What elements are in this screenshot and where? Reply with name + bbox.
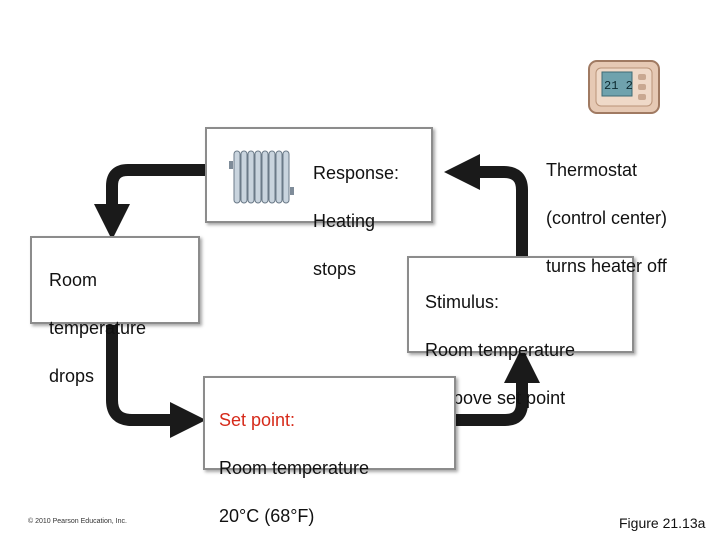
- radiator-icon: [229, 150, 294, 204]
- thermostat-icon: 21 2: [588, 60, 660, 114]
- arrow-set-point-to-stimulus: [455, 347, 540, 426]
- copyright-notice: © 2010 Pearson Education, Inc.: [28, 518, 127, 525]
- thermostat-label: Thermostat (control center) turns heater…: [546, 160, 668, 276]
- arrow-response-to-room-drops: [94, 164, 205, 240]
- stimulus-box: Stimulus: Room temperature is above set …: [407, 256, 634, 408]
- feedback-loop-arrows: [94, 154, 540, 438]
- set-point-title: Set point:: [219, 410, 296, 430]
- arrow-thermostat-to-response: [444, 154, 528, 256]
- figure-caption: Figure 21.13a: [619, 515, 706, 531]
- arrow-room-drops-to-set-point: [106, 325, 206, 438]
- room-temperature-drops-box: Room temperature drops: [30, 236, 200, 386]
- set-point-text: Set point: Room temperature 20°C (68°F): [219, 410, 370, 526]
- room-temperature-drops-text: Room temperature drops: [49, 270, 147, 386]
- response-box: Response: Heating stops: [205, 127, 433, 279]
- thermostat-display: 21 2: [604, 79, 633, 93]
- response-text: Response: Heating stops: [313, 163, 400, 279]
- set-point-box: Set point: Room temperature 20°C (68°F): [203, 376, 456, 526]
